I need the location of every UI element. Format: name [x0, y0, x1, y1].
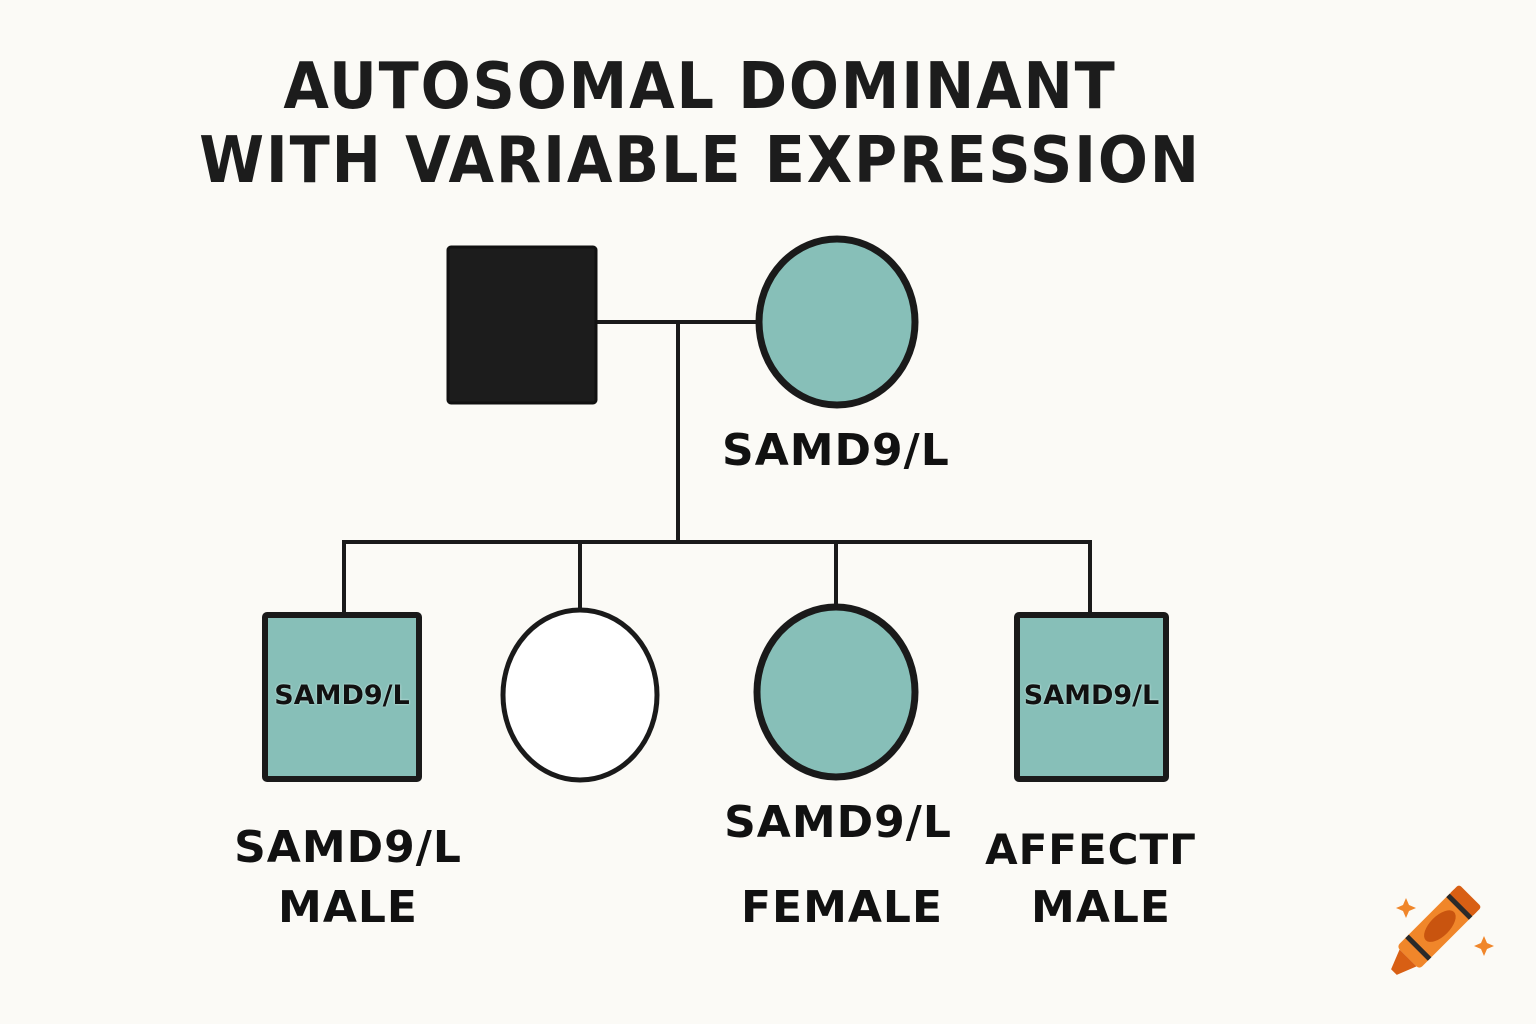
- child-1-label-line1: SAMD9/L: [234, 822, 462, 873]
- title-line-1: AUTOSOMAL DOMINANT: [283, 50, 1117, 124]
- title-line-2: WITH VARIABLE EXPRESSION: [199, 124, 1201, 198]
- mother-label: SAMD9/L: [722, 425, 950, 476]
- child-4-label-line1: AFFECTΓ: [985, 825, 1197, 874]
- child-3-label-line2: FEMALE: [740, 882, 944, 933]
- father-affected-square: [446, 245, 598, 405]
- child-4-label-line2: MALE: [1031, 882, 1171, 933]
- child-1-inner-label: SAMD9/L: [274, 680, 410, 711]
- child-4-square: [1014, 612, 1169, 782]
- mother-carrier-circle: [755, 235, 919, 409]
- child-2-unaffected-circle: [500, 607, 660, 783]
- child-4-inner-label: SAMD9/L: [1023, 680, 1160, 711]
- pedigree-lines: [342, 320, 1092, 616]
- child-3-label-line1: SAMD9/L: [724, 797, 952, 848]
- child-1-square: [262, 612, 422, 782]
- child-3-circle: [753, 603, 919, 781]
- crayon-icon: [1391, 885, 1494, 975]
- child-1-label-line2: MALE: [278, 882, 418, 933]
